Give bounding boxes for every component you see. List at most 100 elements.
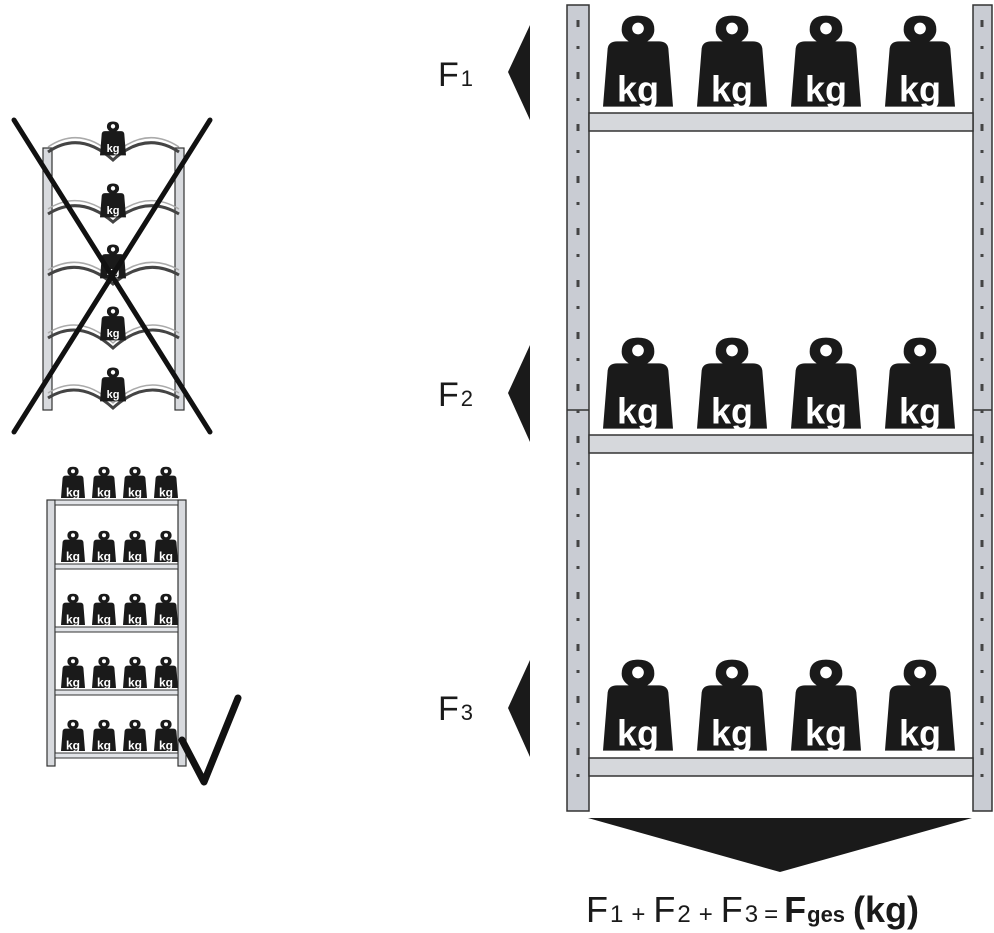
shelf-middle [588,434,974,454]
weight-icon: kg [61,656,85,689]
weight-icon: kg [154,719,178,752]
weight-label: kg [66,549,80,563]
weight-icon: kg [697,15,767,110]
weight-label: kg [66,485,80,499]
bent-shelves [47,141,180,411]
overload-weight: kg [100,367,126,402]
svg-text:kg: kg [107,205,120,217]
left-arrow-icon [508,25,530,120]
force-label: F1 [438,56,473,94]
weight-icon: kg [885,659,955,754]
weight-icon: kg [154,593,178,626]
total-load-arrow-icon [588,818,972,872]
right-upright [972,4,993,812]
shelf-bottom [588,757,974,777]
weight-label: kg [711,69,753,110]
weight-label: kg [66,738,80,752]
weight-icon: kg [885,15,955,110]
weight-icon: kg [154,466,178,499]
weight-label: kg [128,738,142,752]
weight-label: kg [617,391,659,432]
left-upright [566,4,590,812]
weight-label: kg [128,549,142,563]
svg-text:kg: kg [107,328,120,340]
overloaded-shelf-example: kg kg kg kg kg [11,117,213,435]
force-f1: F1 [438,25,530,120]
weight-icon: kg [92,466,116,499]
right-upright [174,147,185,411]
weight-icon: kg [123,656,147,689]
weight-icon: kg [154,656,178,689]
weight-label: kg [128,675,142,689]
force-f2: F2 [438,345,530,442]
checkmark-icon [178,694,242,786]
weight-icon: kg [603,15,673,110]
weight-icon: kg [603,659,673,754]
svg-text:kg: kg [107,389,120,401]
weight-label: kg [899,713,941,754]
weight-icon: kg [92,593,116,626]
weight-icon: kg [154,530,178,563]
weight-icon: kg [61,466,85,499]
weight-label: kg [128,485,142,499]
overload-weight: kg [100,306,126,341]
weight-icon: kg [603,337,673,432]
weight-label: kg [97,485,111,499]
weight-label: kg [128,612,142,626]
shelf-boards [588,112,974,777]
left-arrow-icon [508,660,530,757]
weight-label: kg [66,675,80,689]
weight-icon: kg [92,530,116,563]
weight-label: kg [899,391,941,432]
weight-label: kg [159,485,173,499]
weight-label: kg [97,549,111,563]
weight-icon: kg [61,530,85,563]
weight-label: kg [899,69,941,110]
weight-label: kg [805,391,847,432]
weight-label: kg [97,675,111,689]
weight-icon: kg [61,593,85,626]
weight-icon: kg [123,593,147,626]
weight-label: kg [159,738,173,752]
weight-icon: kg [92,719,116,752]
weight-label: kg [159,675,173,689]
main-shelf: kg kg kg kg kg kg kg kg kg kg kg kg F1 F2 F3 F1+F2+… [438,4,993,930]
overload-weight: kg [100,121,126,156]
weight-icon: kg [92,656,116,689]
weight-label: kg [805,69,847,110]
left-upright [46,499,56,767]
weight-icon: kg [791,337,861,432]
overload-weight: kg [100,183,126,218]
shelf-top [588,112,974,132]
svg-text:kg: kg [107,143,120,155]
force-label: F2 [438,376,473,414]
force-f3: F3 [438,660,530,757]
weight-label: kg [66,612,80,626]
weight-icon: kg [123,719,147,752]
weight-icon: kg [123,530,147,563]
flat-shelves [54,499,179,759]
right-upright [177,499,187,767]
weight-label: kg [617,69,659,110]
force-label: F3 [438,690,473,728]
weight-icon: kg [697,337,767,432]
weight-label: kg [617,713,659,754]
weight-label: kg [711,391,753,432]
weight-label: kg [159,549,173,563]
left-arrow-icon [508,345,530,442]
left-upright [42,147,53,411]
weight-icon: kg [697,659,767,754]
weight-label: kg [711,713,753,754]
weight-icon: kg [885,337,955,432]
weight-label: kg [97,612,111,626]
weight-icon: kg [791,15,861,110]
load-formula: F1+F2+F3=Fges(kg) [586,889,919,930]
weight-label: kg [805,713,847,754]
weight-icon: kg [791,659,861,754]
weight-icon: kg [61,719,85,752]
weight-label: kg [159,612,173,626]
cross-icon [11,117,213,435]
weight-icon: kg [123,466,147,499]
